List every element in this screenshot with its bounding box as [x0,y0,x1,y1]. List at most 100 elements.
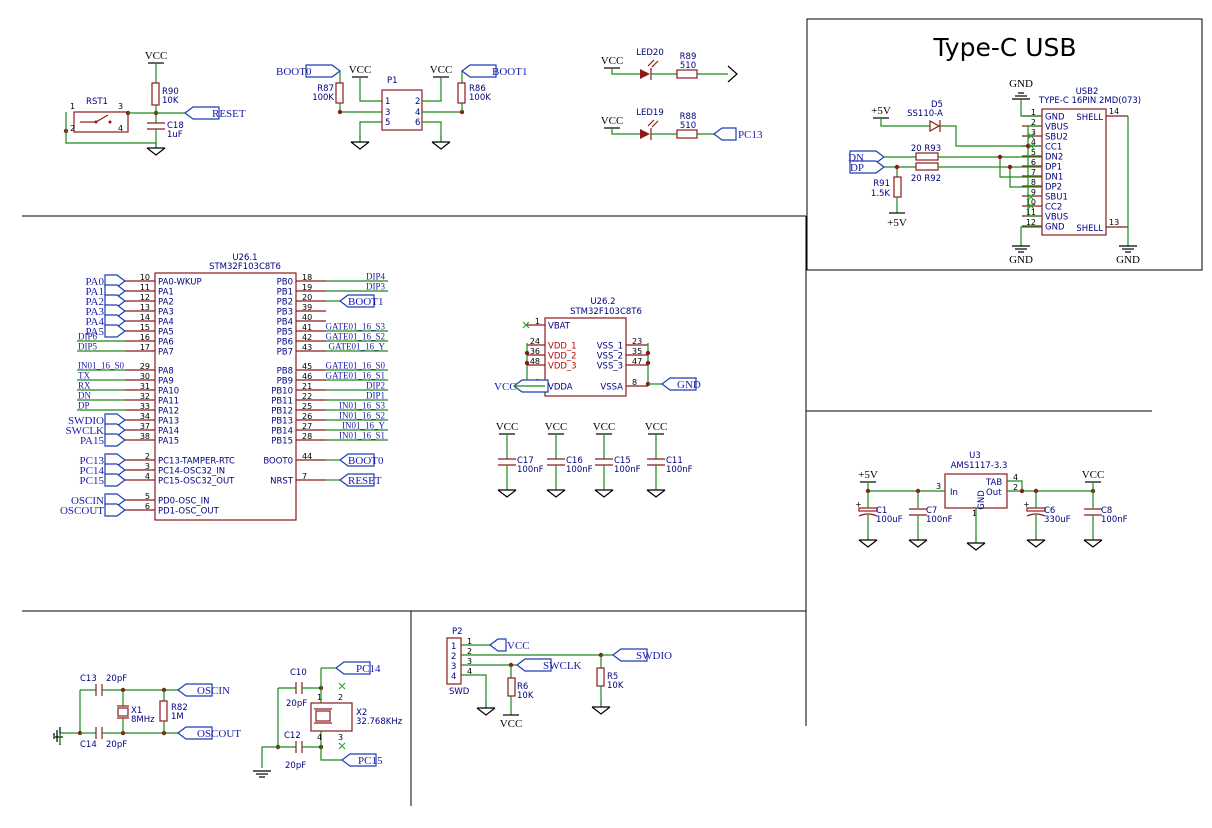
mcu-main-section: U26.1 STM32F103C8T6 PA0-WKUP10PA0PA111PA… [60,253,388,521]
mcu-net-label: DIP6 [78,332,98,342]
net-flag [104,324,126,338]
resistor-r82-value: 1M [171,712,184,722]
sw-pin-4: 4 [118,124,123,133]
net-swclk-swd: SWCLK [543,660,582,672]
mcu-pin-name: PB15 [271,437,293,447]
mcu-pin-num: 26 [302,412,312,421]
led-ref: LED19 [636,108,663,118]
resistor-r91-value: 1.5K [871,189,891,199]
mcu-net-label: IN01_16_S1 [339,431,385,441]
lse-crystal: C10 20pF PC14 C12 20pF PC15 1 2 3 4 [252,661,403,778]
usb-pin-label: SBU1 [1045,193,1068,203]
cap-c10-ref: C10 [290,668,307,678]
vcc-label-boot-left: VCC [349,64,372,76]
mcu-pin-name: PB5 [277,328,293,338]
usb-typec-section: Type-C USB USB2 TYPE-C 16PIN 2MD(073) GN… [848,33,1141,266]
mcu-power-pin-name: VSS_1 [597,342,623,352]
vcc-label-swd: VCC [500,718,523,730]
resistor-r91-ref: R91 [873,179,890,189]
led-resistor-ref: R88 [680,112,697,122]
mcu-pin-num: 29 [140,362,150,371]
mcu-power-body [544,317,627,397]
mcu-pin-num: 10 [140,273,150,282]
reg-cap-value: 100nF [926,515,953,525]
usb-section-title: Type-C USB [932,33,1076,62]
vcc-label-decap: VCC [496,421,519,433]
p1-pin-4: 4 [415,108,420,118]
swd-header: P2 SWD 1 2 3 4 1 2 3 4 VCC SWDIO SWCLK V… [446,627,672,730]
net-vcc-mcu: VCC [494,381,517,393]
usb-pin-label: DP2 [1045,183,1062,193]
resistor-r82-ref: R82 [171,703,188,713]
resistor-r92: 20 R92 [911,174,941,184]
reg-pin-in: In [950,488,958,498]
regulator-value: AMS1117-3.3 [951,461,1008,471]
vcc-label-reset: VCC [145,50,168,62]
usb-pin-num: 2 [1031,118,1036,127]
mcu-pin-num: 43 [302,343,312,352]
led-resistor-value: 510 [680,61,696,71]
net-flag [104,433,126,447]
p1-pin-5: 5 [385,118,390,128]
mcu-pin-name: PA11 [158,397,179,407]
mcu-net-label: TX [78,371,90,381]
usb-pin-num: 5 [1031,148,1036,157]
mcu-power-pin-num: 8 [632,378,637,387]
usb-pin-label: GND [1045,113,1065,123]
mcu-main-value: STM32F103C8T6 [209,262,281,272]
net-boot0-header: BOOT0 [276,66,312,78]
usb-nc-marks [1027,132,1035,210]
mcu-pin-num: 40 [302,313,312,322]
p2-pin-2: 2 [451,652,456,662]
switch-rst1-ref: RST1 [86,97,108,107]
mcu-pin-name: PB13 [271,417,293,427]
cap-c18-value: 1uF [167,130,183,140]
resistor-r90-value: 10K [162,96,179,106]
mcu-pin-name: PA15 [158,437,179,447]
resistor-r5-value: 10K [607,681,624,691]
diode-d5-value: SS110-A [907,109,943,119]
mcu-net-label: DIP4 [366,272,386,282]
mcu-pin-num: 33 [140,402,150,411]
resistor-r6-ref: R6 [517,682,528,692]
net-flag [104,503,126,517]
mcu-pin-num: 22 [302,392,312,401]
svg-text:1: 1 [467,637,472,646]
mcu-net-label: GATE01_16_S1 [325,371,385,381]
net-flag [339,473,375,487]
decoupling-caps: VCCC17100nFVCCC16100nFVCCC15100nFVCCC111… [496,421,693,498]
boot-header: BOOT0 R87 100K VCC P1 1 2 3 4 5 6 VCC R8… [276,64,527,150]
x2-pin-1: 1 [317,693,322,702]
resistor-r86-ref: R86 [469,84,486,94]
reg-num-gnd: 1 [972,509,977,518]
mcu-pin-num: 25 [302,402,312,411]
crystal-x1-value: 8MHz [131,715,155,725]
mcu-net-label: IN01_16_S3 [339,401,386,411]
mcu-net-label: BOOT1 [348,296,383,308]
mcu-pin-name: PC13-TAMPER-RTC [158,457,235,467]
mcu-pin-name: PC14-OSC32_IN [158,467,225,477]
net-pc13-led: PC13 [738,129,763,141]
mcu-power-value: STM32F103C8T6 [570,307,642,317]
reg-cap-ref: C8 [1101,506,1112,516]
cap-c12-ref: C12 [284,731,301,741]
mcu-power-section: U26.2 STM32F103C8T6 VBAT1VDD_124VDD_236V… [494,297,701,397]
mcu-pin-name: PA3 [158,308,174,318]
mcu-pin-name: PA12 [158,407,179,417]
mcu-pin-name: PB3 [277,308,293,318]
usb-pin-num: 10 [1026,198,1036,207]
mcu-net-label: GATE01_16_Y [329,342,386,352]
led-ref: LED20 [636,48,663,58]
mcu-power-pin-num: 23 [632,337,642,346]
p1-pin-2: 2 [415,97,420,107]
mcu-pin-num: 41 [302,323,312,332]
usb-pin-label: CC1 [1045,143,1062,153]
p1-pin-1: 1 [385,97,390,107]
mcu-pin-name: PB8 [277,367,293,377]
mcu-pin-num: 13 [140,303,150,312]
mcu-net-label: PC13 [80,455,105,467]
p2-pin-1: 1 [451,642,456,652]
mcu-net-label: PA1 [85,286,104,298]
